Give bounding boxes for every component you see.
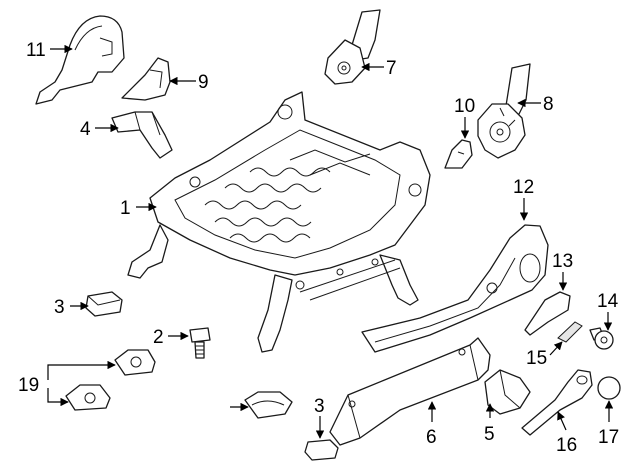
callout-16: 16 — [556, 435, 577, 456]
side-trim-part-6 — [329, 337, 491, 446]
bracket-part-10 — [444, 139, 473, 169]
bracket-part-9 — [121, 57, 171, 101]
leader-lines — [47, 44, 614, 439]
callout-2: 2 — [153, 327, 164, 348]
cap-part-3-upper — [85, 291, 123, 317]
hinge-cover-part-11 — [35, 15, 125, 105]
bolt-part-14 — [589, 327, 614, 350]
callout-4: 4 — [80, 119, 91, 140]
leader-15 — [549, 341, 563, 356]
handle-part-16 — [521, 369, 593, 436]
callout-15: 15 — [526, 348, 547, 369]
callout-1: 1 — [120, 198, 131, 219]
callout-9: 9 — [198, 72, 209, 93]
clip-part-19 — [244, 391, 293, 419]
trim-part-13 — [524, 291, 571, 336]
leader-18-lower — [47, 388, 69, 407]
cap-part-3-lower — [304, 439, 339, 461]
cover-part-15 — [557, 321, 583, 343]
leader-18-upper — [47, 360, 116, 380]
bolt-part-2 — [189, 327, 211, 359]
callout-8: 8 — [543, 94, 554, 115]
clip-part-18-lower — [65, 384, 111, 411]
callout-3-lower: 3 — [314, 396, 325, 417]
callout-13: 13 — [552, 251, 573, 272]
callout-14: 14 — [597, 291, 619, 312]
clip-part-18-upper — [114, 349, 156, 376]
callout-11: 11 — [26, 40, 46, 61]
side-shield-part-12 — [361, 224, 549, 353]
callout-17: 17 — [598, 427, 619, 448]
cover-part-5 — [484, 369, 531, 415]
recliner-part-8 — [477, 63, 531, 159]
callout-18: 19 — [18, 375, 39, 396]
callout-3-upper: 3 — [54, 297, 65, 318]
callout-10: 10 — [454, 96, 475, 117]
seat-frame-part-1 — [127, 91, 431, 353]
callout-5: 5 — [484, 424, 495, 445]
bracket-part-4 — [111, 111, 173, 159]
leader-16 — [557, 411, 567, 431]
callout-7: 7 — [386, 58, 397, 79]
callout-12: 12 — [513, 177, 534, 198]
callout-6: 6 — [426, 427, 437, 448]
callout-numbers: 11 9 4 1 7 8 10 12 13 14 15 3 2 19 3 6 5… — [18, 40, 619, 456]
recliner-part-7 — [324, 9, 381, 85]
cap-part-17 — [597, 376, 621, 400]
